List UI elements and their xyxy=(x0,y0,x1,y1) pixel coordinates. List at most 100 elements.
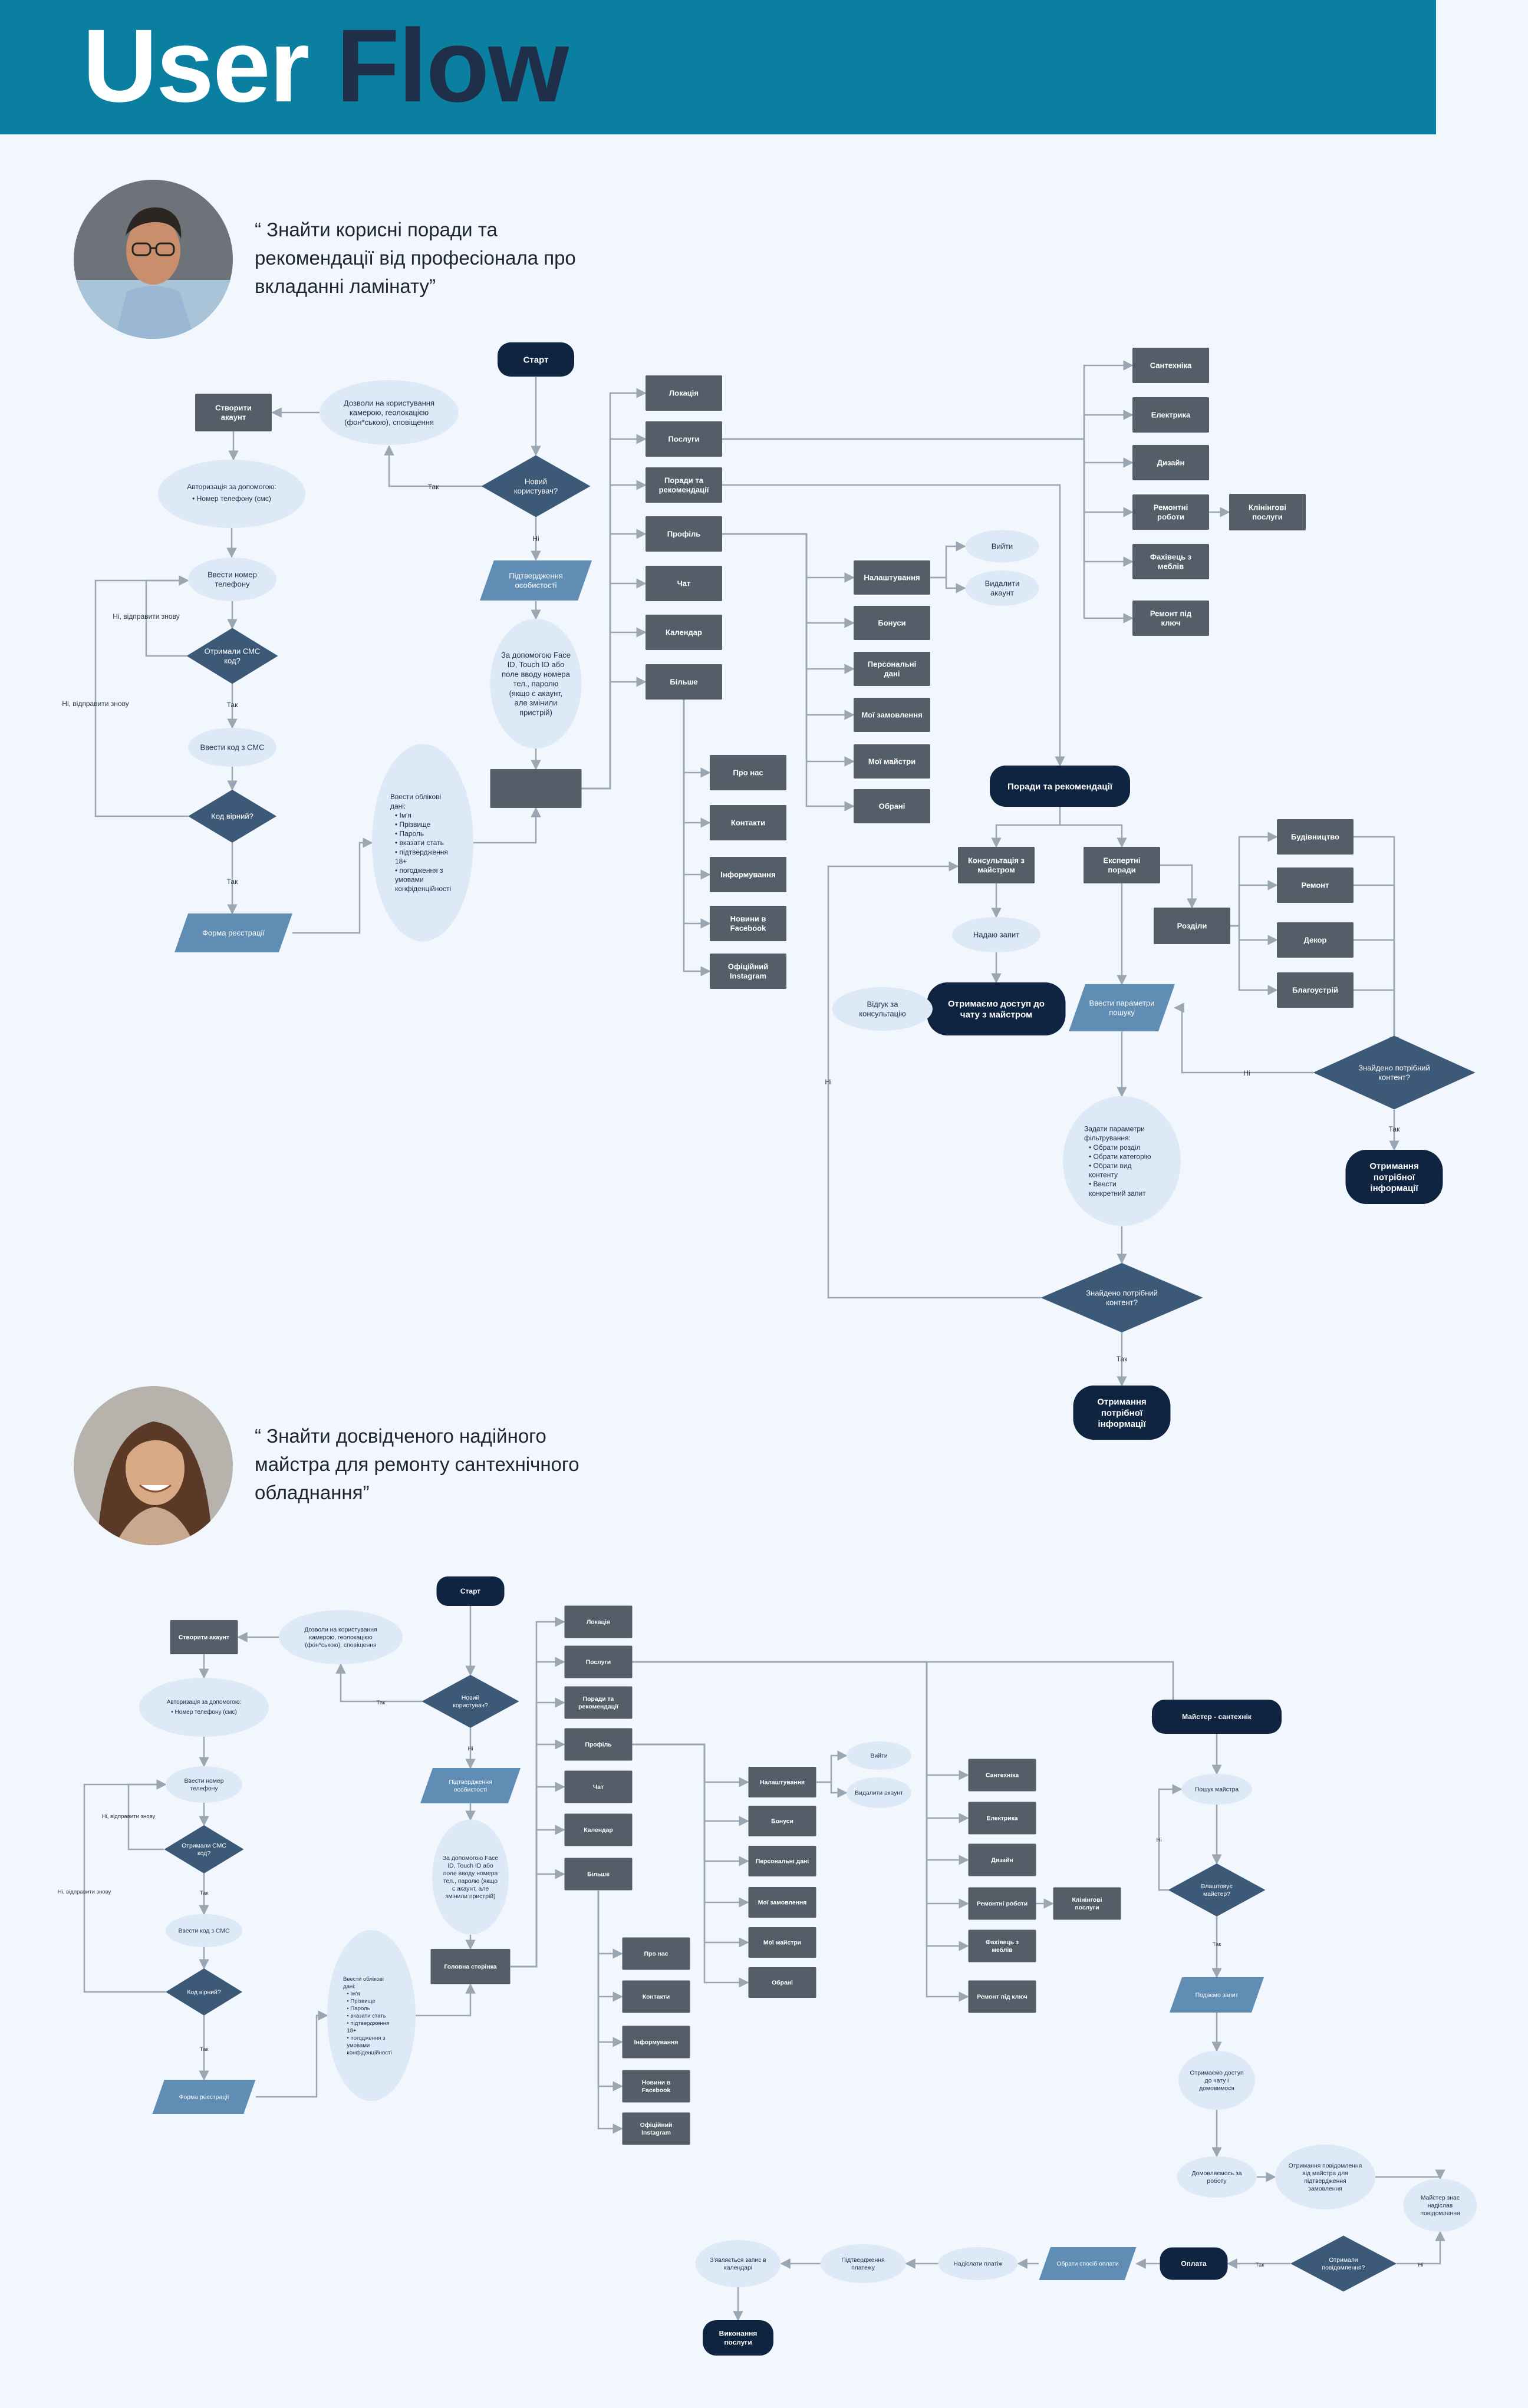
create-account-node-2[interactable]: Створити акаунт xyxy=(170,1620,238,1654)
menu2-item-5[interactable]: Календар xyxy=(564,1813,633,1846)
profile2-item-5[interactable]: Обрані xyxy=(748,1967,816,1998)
flow-connector xyxy=(581,434,647,790)
topic-3[interactable]: Благоустрій xyxy=(1277,972,1354,1008)
topic-0[interactable]: Будівництво xyxy=(1277,819,1354,855)
menu-item-5-label: Календар xyxy=(666,628,702,637)
profile2-item-4[interactable]: Мої майстри xyxy=(748,1927,816,1958)
menu2-item-6[interactable]: Більше xyxy=(564,1858,633,1891)
svg-text:конфіденційності: конфіденційності xyxy=(395,885,451,893)
flow-connector xyxy=(722,438,1134,468)
service2-item-1[interactable]: Електрика xyxy=(968,1802,1036,1835)
pay-method-para[interactable]: Обрати спосіб оплати xyxy=(1039,2247,1137,2280)
menu-item-0[interactable]: Локація xyxy=(646,375,722,411)
more2-item-1[interactable]: Контакти xyxy=(622,1980,690,2013)
menu2-item-1[interactable]: Послуги xyxy=(564,1645,633,1678)
profile2-item-0[interactable]: Налаштування xyxy=(748,1767,816,1797)
payment-pill[interactable]: Оплата xyxy=(1160,2247,1228,2280)
reg-form-para-2[interactable]: Форма реєстрації xyxy=(152,2080,256,2114)
profile2-item-2[interactable]: Персональні дані xyxy=(748,1846,816,1876)
delete-account-oval-2[interactable]: Видалити акаунт xyxy=(847,1777,911,1808)
menu-item-6[interactable]: Більше xyxy=(646,664,722,700)
more-item-2[interactable]: Інформування xyxy=(710,857,786,892)
profile-item-1[interactable]: Бонуси xyxy=(854,606,930,640)
title-part-2: Flow xyxy=(336,8,569,124)
main-page-node-2[interactable]: Головна сторінка xyxy=(430,1949,511,1984)
send-payment-oval[interactable]: Надіслати платіж xyxy=(938,2247,1018,2280)
more-item-0[interactable]: Про нас xyxy=(710,755,786,790)
logout-oval-2[interactable]: Вийти xyxy=(847,1741,911,1770)
more2-item-2[interactable]: Інформування xyxy=(622,2026,690,2059)
profile-item-0[interactable]: Налаштування xyxy=(854,560,930,595)
profile-item-5[interactable]: Обрані xyxy=(854,789,930,823)
service2-item-3[interactable]: Ремонтні роботи xyxy=(968,1887,1036,1920)
profile-item-3[interactable]: Мої замовлення xyxy=(854,698,930,732)
more2-item-0[interactable]: Про нас xyxy=(622,1937,690,1970)
logout-oval[interactable]: Вийти xyxy=(965,530,1039,563)
service-item-2[interactable]: Дизайн xyxy=(1132,445,1209,480)
edge-label: Так xyxy=(200,2046,209,2053)
menu-item-1[interactable]: Послуги xyxy=(646,421,722,457)
service2-item-5-label: Ремонт під ключ xyxy=(977,1994,1028,2001)
service-item-0[interactable]: Сантехніка xyxy=(1132,348,1209,383)
advice-hub-node[interactable]: Поради та рекомендації xyxy=(990,766,1130,807)
svg-text:18+: 18+ xyxy=(347,2027,357,2034)
flow-connector xyxy=(581,388,647,790)
submit-request-para[interactable]: Подаємо запит xyxy=(1170,1977,1264,2013)
menu-item-4[interactable]: Чат xyxy=(646,566,722,601)
service-item-1[interactable]: Електрика xyxy=(1132,397,1209,433)
service2-item-2[interactable]: Дизайн xyxy=(968,1843,1036,1876)
topic-2[interactable]: Декор xyxy=(1277,922,1354,958)
menu2-item-0[interactable]: Локація xyxy=(564,1605,633,1638)
reg-form-para-2-label: Форма реєстрації xyxy=(179,2094,229,2101)
service2-item-5[interactable]: Ремонт під ключ xyxy=(968,1980,1036,2013)
profile-item-4[interactable]: Мої майстри xyxy=(854,744,930,779)
profile2-item-1[interactable]: Бонуси xyxy=(748,1806,816,1836)
service2-item-0[interactable]: Сантехніка xyxy=(968,1759,1036,1792)
start-node[interactable]: Старт xyxy=(498,342,574,377)
start-node-2[interactable]: Старт xyxy=(436,1576,505,1606)
reg-form-para[interactable]: Форма реєстрації xyxy=(174,913,292,952)
menu-item-5[interactable]: Календар xyxy=(646,615,722,650)
more-item-1[interactable]: Контакти xyxy=(710,805,786,840)
profile2-item-3[interactable]: Мої замовлення xyxy=(748,1887,816,1918)
master-hub-pill[interactable]: Майстер - сантехнік xyxy=(1152,1700,1282,1734)
topic-1[interactable]: Ремонт xyxy=(1277,867,1354,903)
sections-node[interactable]: Розділи xyxy=(1154,908,1230,944)
flow-connector xyxy=(581,529,647,790)
menu2-item-3[interactable]: Профіль xyxy=(564,1728,633,1761)
profile2-item-5-label: Обрані xyxy=(772,1980,793,1987)
logout-oval-2-label: Вийти xyxy=(870,1753,887,1760)
menu-item-3[interactable]: Профіль xyxy=(646,516,722,552)
menu2-item-4[interactable]: Чат xyxy=(564,1770,633,1803)
service2-item-1-label: Електрика xyxy=(986,1816,1017,1822)
